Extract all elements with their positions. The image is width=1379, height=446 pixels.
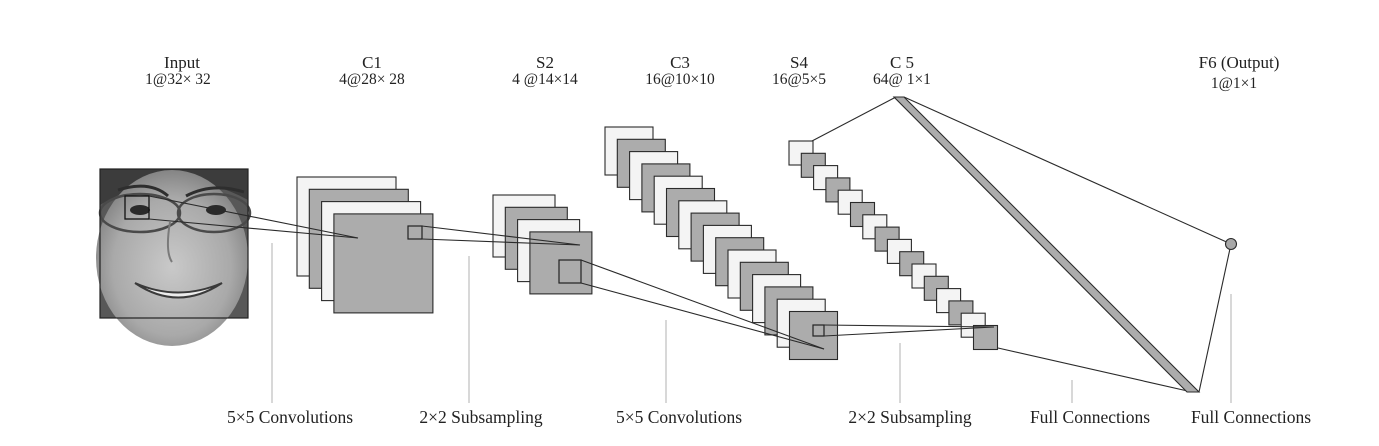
layer-title-c3: C3 bbox=[670, 53, 690, 72]
operation-label-full2: Full Connections bbox=[1191, 407, 1311, 427]
layer-title-c1: C1 bbox=[362, 53, 382, 72]
feature-maps-c3 bbox=[604, 126, 839, 361]
c1-map bbox=[333, 213, 434, 314]
operation-label-conv2: 5×5 Convolutions bbox=[616, 407, 742, 427]
layer-dims-c3: 16@10×10 bbox=[645, 71, 715, 88]
operation-leaders bbox=[271, 243, 1232, 403]
s4-map bbox=[972, 324, 999, 351]
feature-maps-s4 bbox=[788, 140, 999, 351]
layer-title-c5: C 5 bbox=[890, 53, 914, 72]
layer-dims-f6: 1@1×1 bbox=[1211, 75, 1257, 92]
layer-title-f6: F6 (Output) bbox=[1199, 53, 1280, 72]
layer-dims-input: 1@32× 32 bbox=[145, 71, 211, 88]
feature-maps-c1 bbox=[296, 176, 434, 314]
operation-labels: 5×5 Convolutions 2×2 Subsampling 5×5 Con… bbox=[227, 407, 1311, 427]
layer-titles: Input 1@32× 32 C1 4@28× 28 S2 4 @14×14 C… bbox=[145, 53, 1279, 92]
layer-title-s2: S2 bbox=[536, 53, 554, 72]
layer-dims-c1: 4@28× 28 bbox=[339, 71, 405, 88]
output-node-icon bbox=[1224, 237, 1238, 251]
receptive-windows bbox=[407, 225, 825, 337]
operation-label-sub1: 2×2 Subsampling bbox=[419, 407, 542, 427]
layer-dims-s4: 16@5×5 bbox=[772, 71, 826, 88]
layer-title-s4: S4 bbox=[790, 53, 808, 72]
operation-label-conv1: 5×5 Convolutions bbox=[227, 407, 353, 427]
layer-title-input: Input bbox=[164, 53, 200, 72]
operation-label-sub2: 2×2 Subsampling bbox=[848, 407, 971, 427]
c5-neurons-bar bbox=[892, 96, 1201, 393]
face-photo-icon bbox=[96, 168, 252, 346]
connection-lines bbox=[148, 96, 1232, 393]
operation-label-full1: Full Connections bbox=[1030, 407, 1150, 427]
s2-map bbox=[529, 231, 593, 295]
layer-dims-c5: 64@ 1×1 bbox=[873, 71, 931, 88]
layer-dims-s2: 4 @14×14 bbox=[512, 71, 578, 88]
